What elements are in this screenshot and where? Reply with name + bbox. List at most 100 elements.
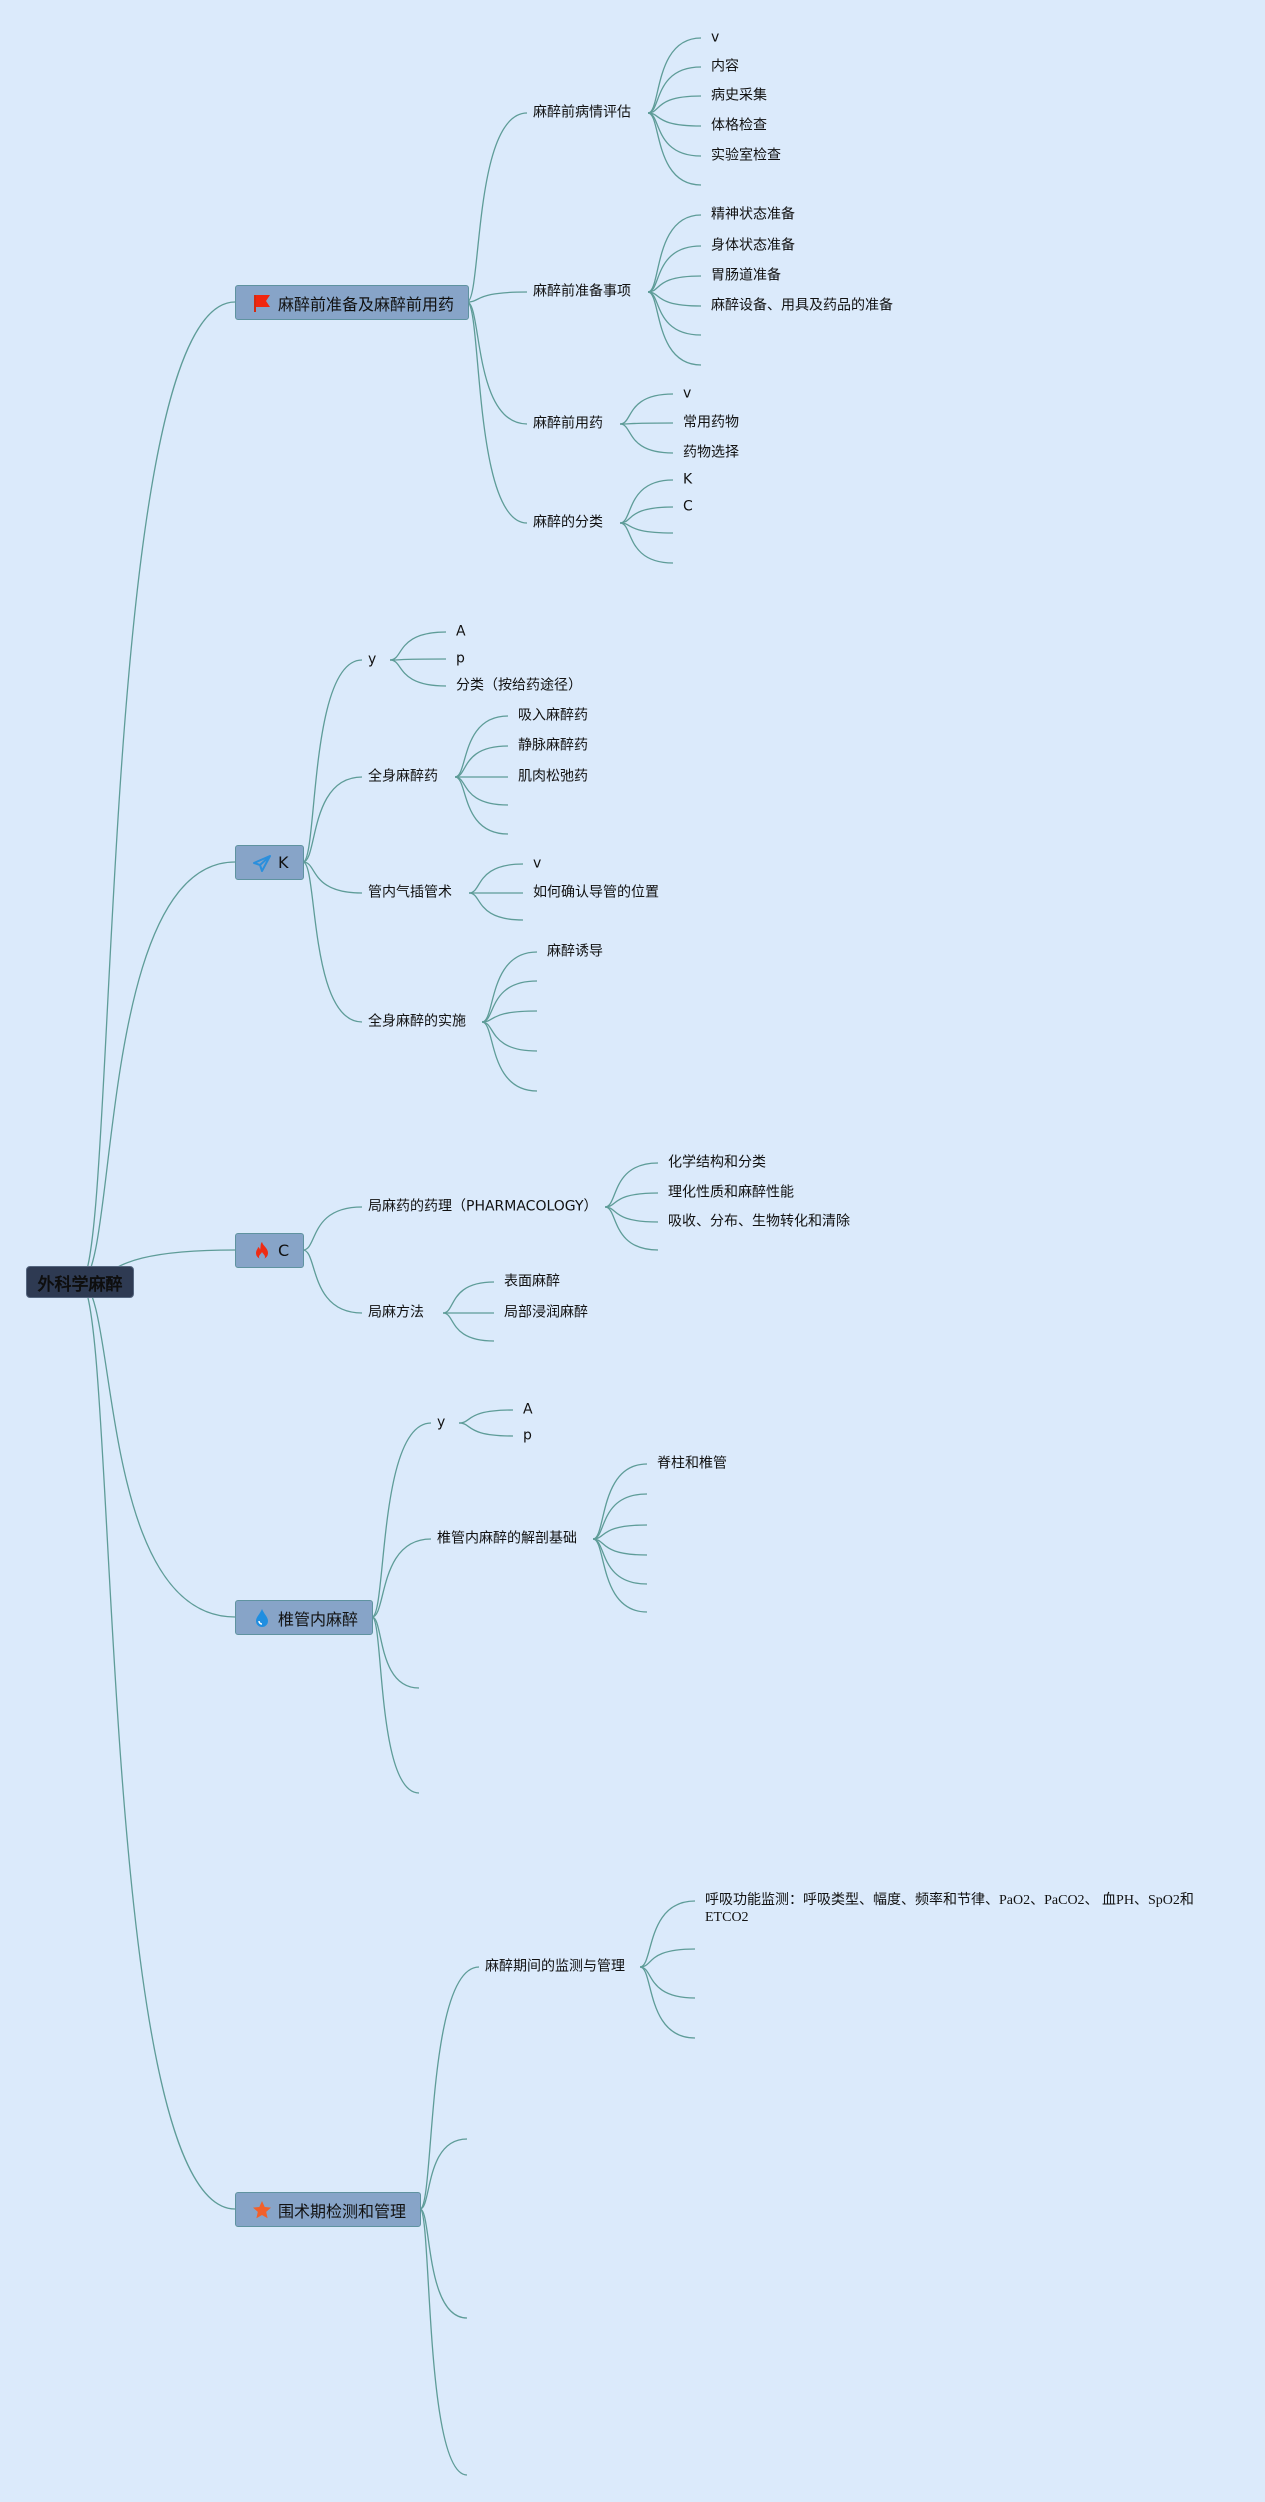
leaf-connector bbox=[458, 1409, 514, 1424]
subtopic-node[interactable]: 局部浸润麻醉 bbox=[504, 1304, 588, 1321]
branch-node[interactable]: 椎管内麻醉 bbox=[235, 1600, 374, 1635]
subtopic-node[interactable]: 分类（按给药途径） bbox=[456, 677, 582, 694]
topic-node[interactable]: 椎管内麻醉的解剖基础 bbox=[437, 1530, 577, 1547]
leaf-connector bbox=[481, 1010, 538, 1023]
branch-label: 围术期检测和管理 bbox=[278, 2201, 407, 2221]
subtopic-node[interactable]: p bbox=[456, 650, 465, 667]
branch-connector bbox=[371, 1616, 420, 1689]
topic-node[interactable]: 全身麻醉的实施 bbox=[368, 1013, 466, 1030]
leaf-connector bbox=[647, 112, 702, 157]
branch-connector bbox=[466, 301, 528, 425]
water-drop-icon bbox=[252, 1608, 272, 1628]
subtopic-node[interactable]: 肌肉松弛药 bbox=[518, 768, 588, 785]
leaf-connector bbox=[639, 1948, 696, 1968]
subtopic-node[interactable]: 病史采集 bbox=[711, 87, 767, 104]
topic-node[interactable]: 麻醉期间的监测与管理 bbox=[485, 1958, 625, 1975]
subtopic-node[interactable]: 脊柱和椎管 bbox=[657, 1455, 727, 1472]
topic-node[interactable]: 麻醉前病情评估 bbox=[533, 104, 631, 121]
branch-node[interactable]: K bbox=[235, 845, 304, 880]
topic-node[interactable]: 全身麻醉药 bbox=[368, 768, 438, 785]
subtopic-node[interactable]: 内容 bbox=[711, 58, 739, 75]
leaf-connector bbox=[481, 1021, 538, 1092]
topic-node[interactable]: y bbox=[368, 651, 377, 668]
branch-label: 椎管内麻醉 bbox=[278, 1609, 359, 1629]
subtopic-node[interactable]: 体格检查 bbox=[711, 117, 767, 134]
branch-connector bbox=[419, 1966, 480, 2210]
leaf-connector bbox=[592, 1524, 648, 1540]
subtopic-node[interactable]: K bbox=[683, 471, 693, 488]
subtopic-node[interactable]: p bbox=[523, 1427, 532, 1444]
subtopic-node[interactable]: 化学结构和分类 bbox=[668, 1154, 766, 1171]
leaf-connector bbox=[454, 776, 509, 806]
leaf-connector bbox=[442, 1312, 495, 1342]
subtopic-node[interactable]: 理化性质和麻醉性能 bbox=[668, 1184, 794, 1201]
topic-node[interactable]: 麻醉前准备事项 bbox=[533, 283, 631, 300]
subtopic-node[interactable]: A bbox=[523, 1401, 533, 1418]
leaf-connector bbox=[468, 863, 524, 894]
leaf-connector bbox=[604, 1192, 659, 1208]
root-node[interactable]: 外科学麻醉 bbox=[26, 1266, 134, 1298]
leaf-connector bbox=[647, 291, 702, 336]
leaf-connector bbox=[619, 422, 674, 425]
branch-connector bbox=[466, 291, 528, 303]
topic-node[interactable]: 麻醉前用药 bbox=[533, 415, 603, 432]
topic-node[interactable]: 管内气插管术 bbox=[368, 884, 452, 901]
leaf-connector bbox=[481, 1021, 538, 1052]
subtopic-node[interactable]: 实验室检查 bbox=[711, 147, 781, 164]
root-connector bbox=[79, 861, 236, 1283]
paper-plane-icon bbox=[252, 853, 272, 873]
root-connector bbox=[79, 1281, 236, 1618]
branch-connector bbox=[302, 1249, 363, 1314]
leaf-connector bbox=[647, 112, 702, 186]
root-connector bbox=[79, 301, 236, 1283]
leaf-connector bbox=[592, 1538, 648, 1613]
subtopic-node[interactable]: v bbox=[711, 29, 720, 46]
leaf-connector bbox=[389, 631, 447, 661]
topic-node[interactable]: 麻醉的分类 bbox=[533, 514, 603, 531]
leaf-connector bbox=[604, 1162, 659, 1208]
leaf-connector bbox=[442, 1281, 495, 1314]
subtopic-node[interactable]: 麻醉设备、用具及药品的准备 bbox=[711, 297, 893, 314]
branch-connector bbox=[466, 301, 528, 524]
branch-connector bbox=[302, 776, 363, 863]
leaf-connector bbox=[619, 479, 674, 524]
subtopic-node[interactable]: 静脉麻醉药 bbox=[518, 737, 588, 754]
subtopic-node[interactable]: 精神状态准备 bbox=[711, 206, 795, 223]
subtopic-node[interactable]: 身体状态准备 bbox=[711, 237, 795, 254]
subtopic-node[interactable]: 表面麻醉 bbox=[504, 1273, 560, 1290]
leaf-connector bbox=[647, 66, 702, 114]
subtopic-node[interactable]: 呼吸功能监测：呼吸类型、幅度、频率和节律、PaO2、PaCO2、 血PH、SpO… bbox=[705, 1893, 1194, 1925]
branch-connector bbox=[371, 1616, 420, 1794]
subtopic-node[interactable]: 如何确认导管的位置 bbox=[533, 884, 659, 901]
leaf-connector bbox=[647, 112, 702, 127]
leaf-connector bbox=[592, 1463, 648, 1540]
branch-connector bbox=[419, 2208, 468, 2319]
leaf-connector bbox=[639, 1966, 696, 1999]
leaf-connector bbox=[454, 745, 509, 778]
flag-icon bbox=[252, 293, 272, 313]
leaf-connector bbox=[647, 214, 702, 293]
branch-node[interactable]: C bbox=[235, 1233, 305, 1268]
subtopic-node[interactable]: v bbox=[533, 855, 542, 872]
subtopic-node[interactable]: C bbox=[683, 498, 693, 515]
leaf-connector bbox=[389, 659, 447, 687]
leaf-connector bbox=[619, 506, 674, 524]
topic-node[interactable]: y bbox=[437, 1414, 446, 1431]
subtopic-node[interactable]: A bbox=[456, 623, 466, 640]
leaf-connector bbox=[639, 1900, 696, 1968]
topic-node[interactable]: 局麻方法 bbox=[368, 1304, 424, 1321]
branch-node[interactable]: 围术期检测和管理 bbox=[235, 2192, 422, 2227]
subtopic-node[interactable]: 麻醉诱导 bbox=[547, 943, 603, 960]
subtopic-node[interactable]: 吸入麻醉药 bbox=[518, 707, 588, 724]
subtopic-node[interactable]: 胃肠道准备 bbox=[711, 267, 781, 284]
subtopic-node[interactable]: 药物选择 bbox=[683, 444, 739, 461]
leaf-connector bbox=[481, 951, 538, 1023]
star-icon bbox=[252, 2200, 272, 2220]
subtopic-node[interactable]: 吸收、分布、生物转化和清除 bbox=[668, 1213, 850, 1230]
subtopic-node[interactable]: 常用药物 bbox=[683, 414, 739, 431]
leaf-connector bbox=[592, 1538, 648, 1585]
branch-node[interactable]: 麻醉前准备及麻醉前用药 bbox=[235, 285, 470, 320]
topic-node[interactable]: 局麻药的药理（PHARMACOLOGY） bbox=[368, 1198, 598, 1215]
subtopic-node[interactable]: v bbox=[683, 385, 692, 402]
